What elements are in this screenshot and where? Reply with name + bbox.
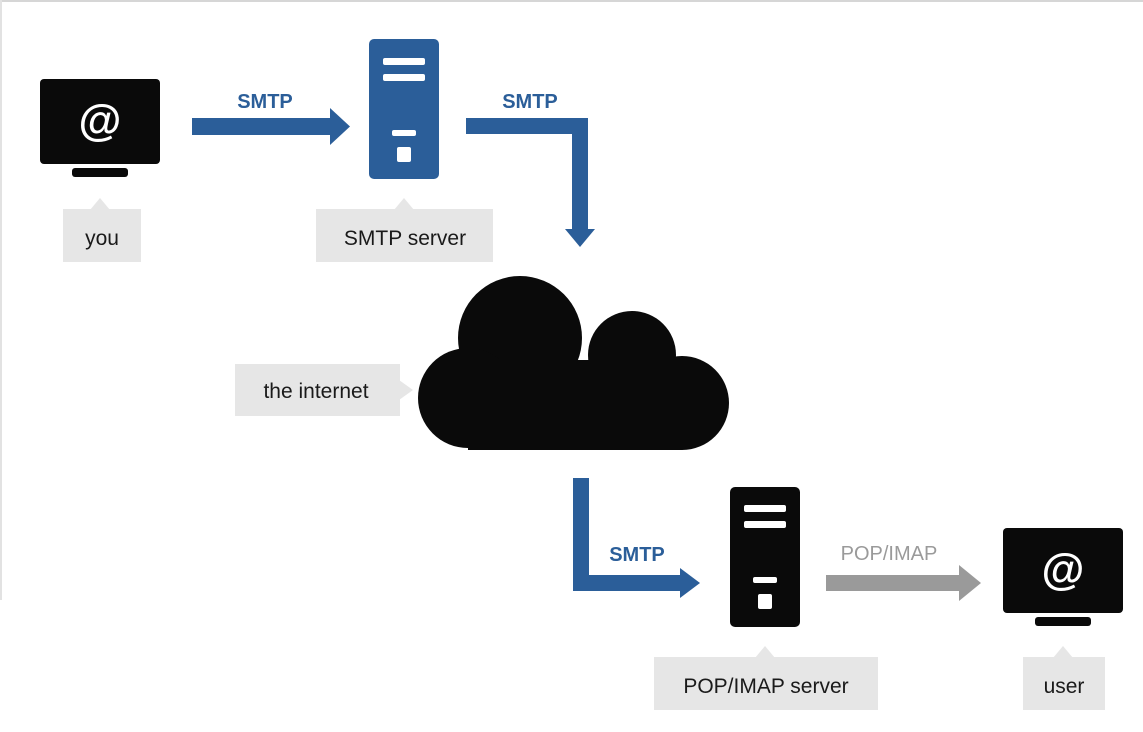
user-caption: user — [1023, 646, 1105, 710]
pop-imap-server-caption-text: POP/IMAP server — [683, 675, 848, 698]
you-caption: you — [63, 198, 141, 262]
you-monitor-icon: @ — [40, 79, 160, 177]
smtp-server-icon — [369, 39, 439, 179]
pop-imap-server-caption: POP/IMAP server — [654, 646, 878, 710]
internet-cloud-icon — [418, 276, 729, 450]
you-caption-text: you — [85, 227, 119, 250]
internet-caption-text: the internet — [263, 380, 368, 403]
internet-caption: the internet — [235, 364, 413, 416]
edge-label-internet-to-pop: SMTP — [609, 544, 665, 566]
user-monitor-icon: @ — [1003, 528, 1123, 626]
you-at-symbol: @ — [79, 96, 122, 145]
arrow-pop-server-to-user — [826, 565, 981, 601]
smtp-server-caption: SMTP server — [316, 198, 493, 262]
arrow-internet-to-pop-server — [573, 478, 700, 598]
smtp-server-caption-text: SMTP server — [344, 227, 466, 250]
edge-label-you-to-smtp: SMTP — [237, 91, 293, 113]
edge-label-smtp-to-internet: SMTP — [502, 91, 558, 113]
arrow-smtp-server-to-internet — [466, 118, 595, 247]
user-at-symbol: @ — [1042, 545, 1085, 594]
arrow-you-to-smtp-server — [192, 108, 350, 145]
user-caption-text: user — [1044, 675, 1085, 698]
pop-imap-server-icon — [730, 487, 800, 627]
edge-label-pop-to-user: POP/IMAP — [841, 543, 938, 565]
